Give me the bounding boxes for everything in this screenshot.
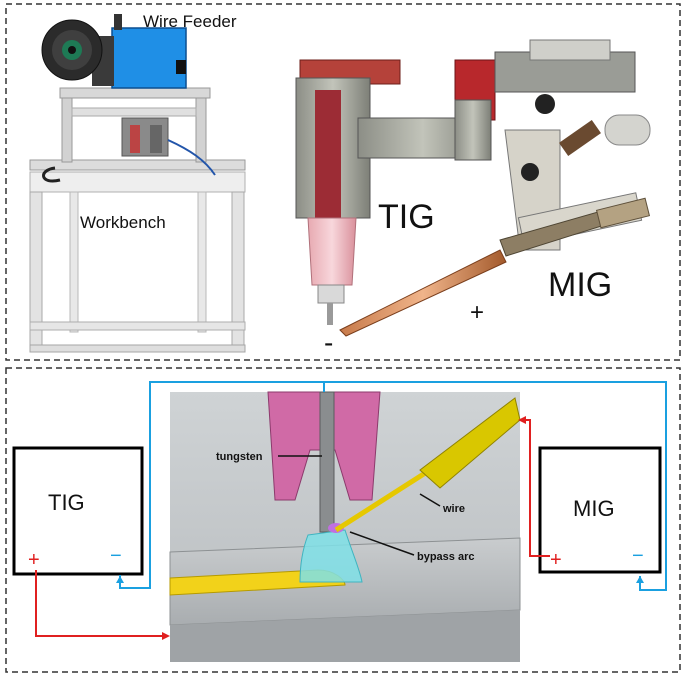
mig-copper-tip <box>339 249 507 337</box>
label-mig-torch: MIG <box>548 266 612 304</box>
bypass-arc-plasma <box>299 529 363 583</box>
tig-power-source <box>12 446 144 576</box>
tig-positive-terminal: + <box>28 549 40 571</box>
label-wire-feeder: Wire Feeder <box>143 12 237 31</box>
negative-circuit <box>119 381 667 591</box>
workbench-photo <box>29 14 246 353</box>
callout-wire: wire <box>442 503 465 515</box>
label-workbench: Workbench <box>80 213 166 232</box>
mig-negative-terminal: − <box>632 545 644 567</box>
tig-box-title: TIG <box>48 490 85 515</box>
mig-power-source <box>538 446 662 574</box>
torch-photo <box>295 39 651 337</box>
label-tig-torch: TIG <box>378 198 435 236</box>
weld-render <box>169 391 521 662</box>
callout-bypass-arc: bypass arc <box>417 551 474 563</box>
label-minus-sign: - <box>324 327 333 358</box>
mig-box-title: MIG <box>573 496 615 521</box>
tig-negative-terminal: − <box>110 545 122 567</box>
callout-tungsten: tungsten <box>216 451 263 463</box>
tig-ceramic-nozzle <box>307 217 357 286</box>
label-plus-sign: + <box>470 299 484 326</box>
tungsten-electrode <box>319 391 335 533</box>
wire-feeder-box <box>111 27 187 89</box>
mig-positive-terminal: + <box>550 549 562 571</box>
